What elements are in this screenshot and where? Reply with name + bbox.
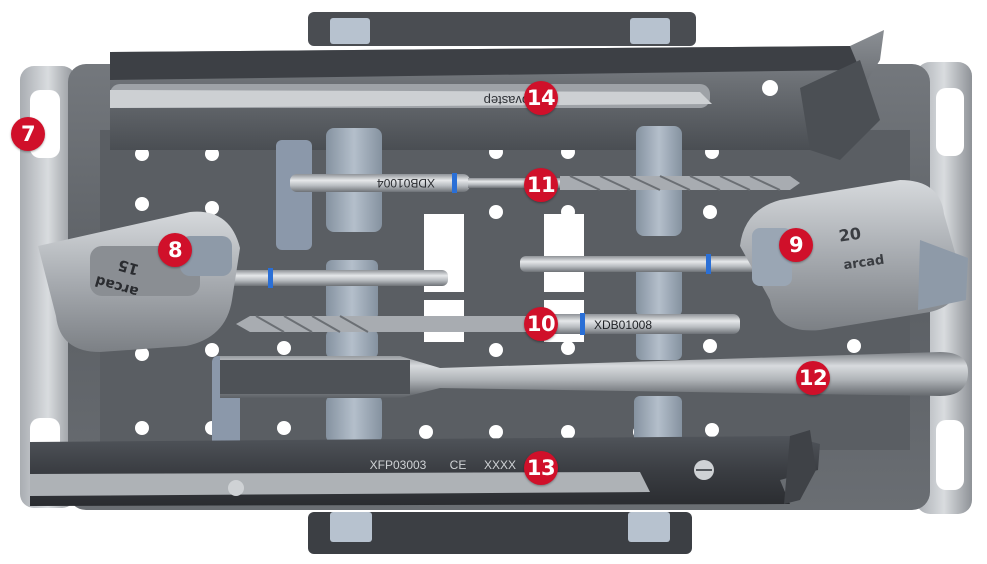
top-instrument [110,30,884,160]
callout-11: 11 [524,168,558,202]
engraving-novastep: novastep [484,93,537,108]
tray-hole [703,339,717,353]
tray-hole [135,197,149,211]
top-clip [308,12,696,46]
callout-10: 10 [524,307,558,341]
drill-11 [290,173,800,193]
left-driver [208,268,448,288]
bottom-instrument [30,430,820,506]
rod-12 [220,352,968,398]
engraving-xxxx: XXXX [484,458,516,472]
callout-12: 12 [796,361,830,395]
callout-7: 7 [11,117,45,151]
tray-hole [489,205,503,219]
engraving-drill-top: XDB01004 [377,176,435,190]
callout-9: 9 [779,228,813,262]
engraving-xfp: XFP03003 [370,458,427,472]
rack-blocks [212,126,682,446]
tray-hole [561,205,575,219]
tray-hole [135,347,149,361]
engraving-arcad-right: arcad [843,253,886,274]
right-driver [520,254,770,274]
tray-hole [205,201,219,215]
bottom-clip [308,512,692,554]
engraving-size-right: 20 [837,224,862,246]
tray-hole [277,421,291,435]
right-guide-engraving: 20 arcad [837,224,886,274]
tray-hole [135,421,149,435]
callout-8: 8 [158,233,192,267]
engraving-size-left: 15 [116,256,141,279]
tray-hole [703,205,717,219]
tray-hole [489,425,503,439]
tray-hole [205,343,219,357]
tray-hole [847,339,861,353]
engraving-drill-bottom: XDB01008 [594,318,652,332]
tray-hole [135,147,149,161]
guide-9 [740,180,968,331]
tray-hole [277,341,291,355]
tray-hole [205,147,219,161]
tray-hole [561,425,575,439]
drill-10 [236,313,740,335]
tray-hole [419,425,433,439]
tray-hole [705,423,719,437]
callout-13: 13 [524,451,558,485]
tray-hole [561,341,575,355]
callout-14: 14 [524,81,558,115]
tray-hole [489,343,503,357]
engraving-ce: CE [450,458,467,472]
